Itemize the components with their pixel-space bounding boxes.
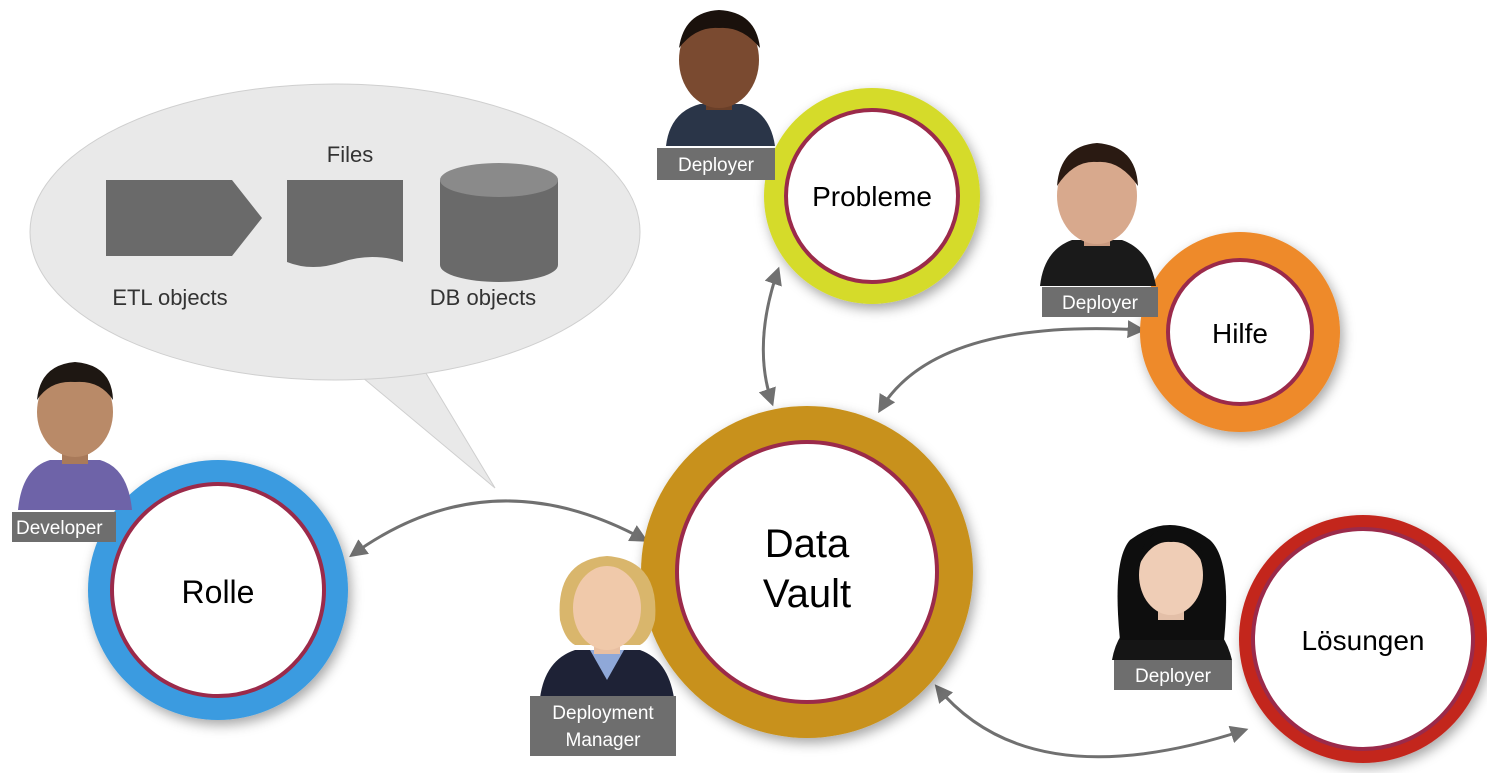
- datavault-label-line1: Data: [765, 522, 850, 566]
- probleme-label: Probleme: [812, 181, 932, 212]
- deployer-right-tag: Deployer: [1042, 287, 1158, 317]
- etl-objects-label: ETL objects: [112, 285, 227, 310]
- deployer-bottom-role-label: Deployer: [1135, 666, 1212, 687]
- deployer-right-role-label: Deployer: [1062, 293, 1139, 314]
- files-label: Files: [327, 142, 373, 167]
- developer-tag: Developer: [12, 512, 116, 542]
- db-objects-label: DB objects: [430, 285, 536, 310]
- developer-avatar: [18, 362, 132, 510]
- arrow-datavault-hilfe: [878, 320, 1146, 414]
- deployer-top-avatar: [666, 10, 775, 146]
- deployer-top-role-label: Deployer: [678, 155, 755, 176]
- file-shape: [287, 180, 403, 267]
- arrow-datavault-loesungen: [934, 684, 1249, 759]
- manager-role-line1: Deployment: [552, 703, 654, 724]
- deployer-top-tag: Deployer: [657, 148, 775, 180]
- deployer-bottom-tag: Deployer: [1114, 660, 1232, 690]
- node-datavault: Data Vault: [641, 406, 973, 738]
- rolle-label: Rolle: [182, 574, 255, 610]
- node-loesungen: Lösungen: [1239, 515, 1487, 763]
- arrow-datavault-probleme: [758, 266, 782, 407]
- connectors: [349, 266, 1249, 759]
- developer-role-label: Developer: [16, 518, 103, 539]
- loesungen-label: Lösungen: [1301, 625, 1424, 656]
- manager-tag: Deployment Manager: [530, 696, 676, 756]
- etl-object-shape: [106, 180, 262, 256]
- node-probleme: Probleme: [764, 88, 980, 304]
- manager-role-line2: Manager: [566, 730, 642, 751]
- node-hilfe: Hilfe: [1140, 232, 1340, 432]
- database-icon: [440, 163, 558, 282]
- deployer-right-avatar: [1040, 143, 1156, 286]
- manager-avatar: [540, 556, 674, 698]
- hilfe-label: Hilfe: [1212, 318, 1268, 349]
- node-rolle: Rolle: [88, 460, 348, 720]
- datavault-label-line2: Vault: [763, 572, 851, 616]
- deployer-bottom-avatar: [1112, 525, 1232, 660]
- arrow-rolle-datavault: [349, 499, 649, 558]
